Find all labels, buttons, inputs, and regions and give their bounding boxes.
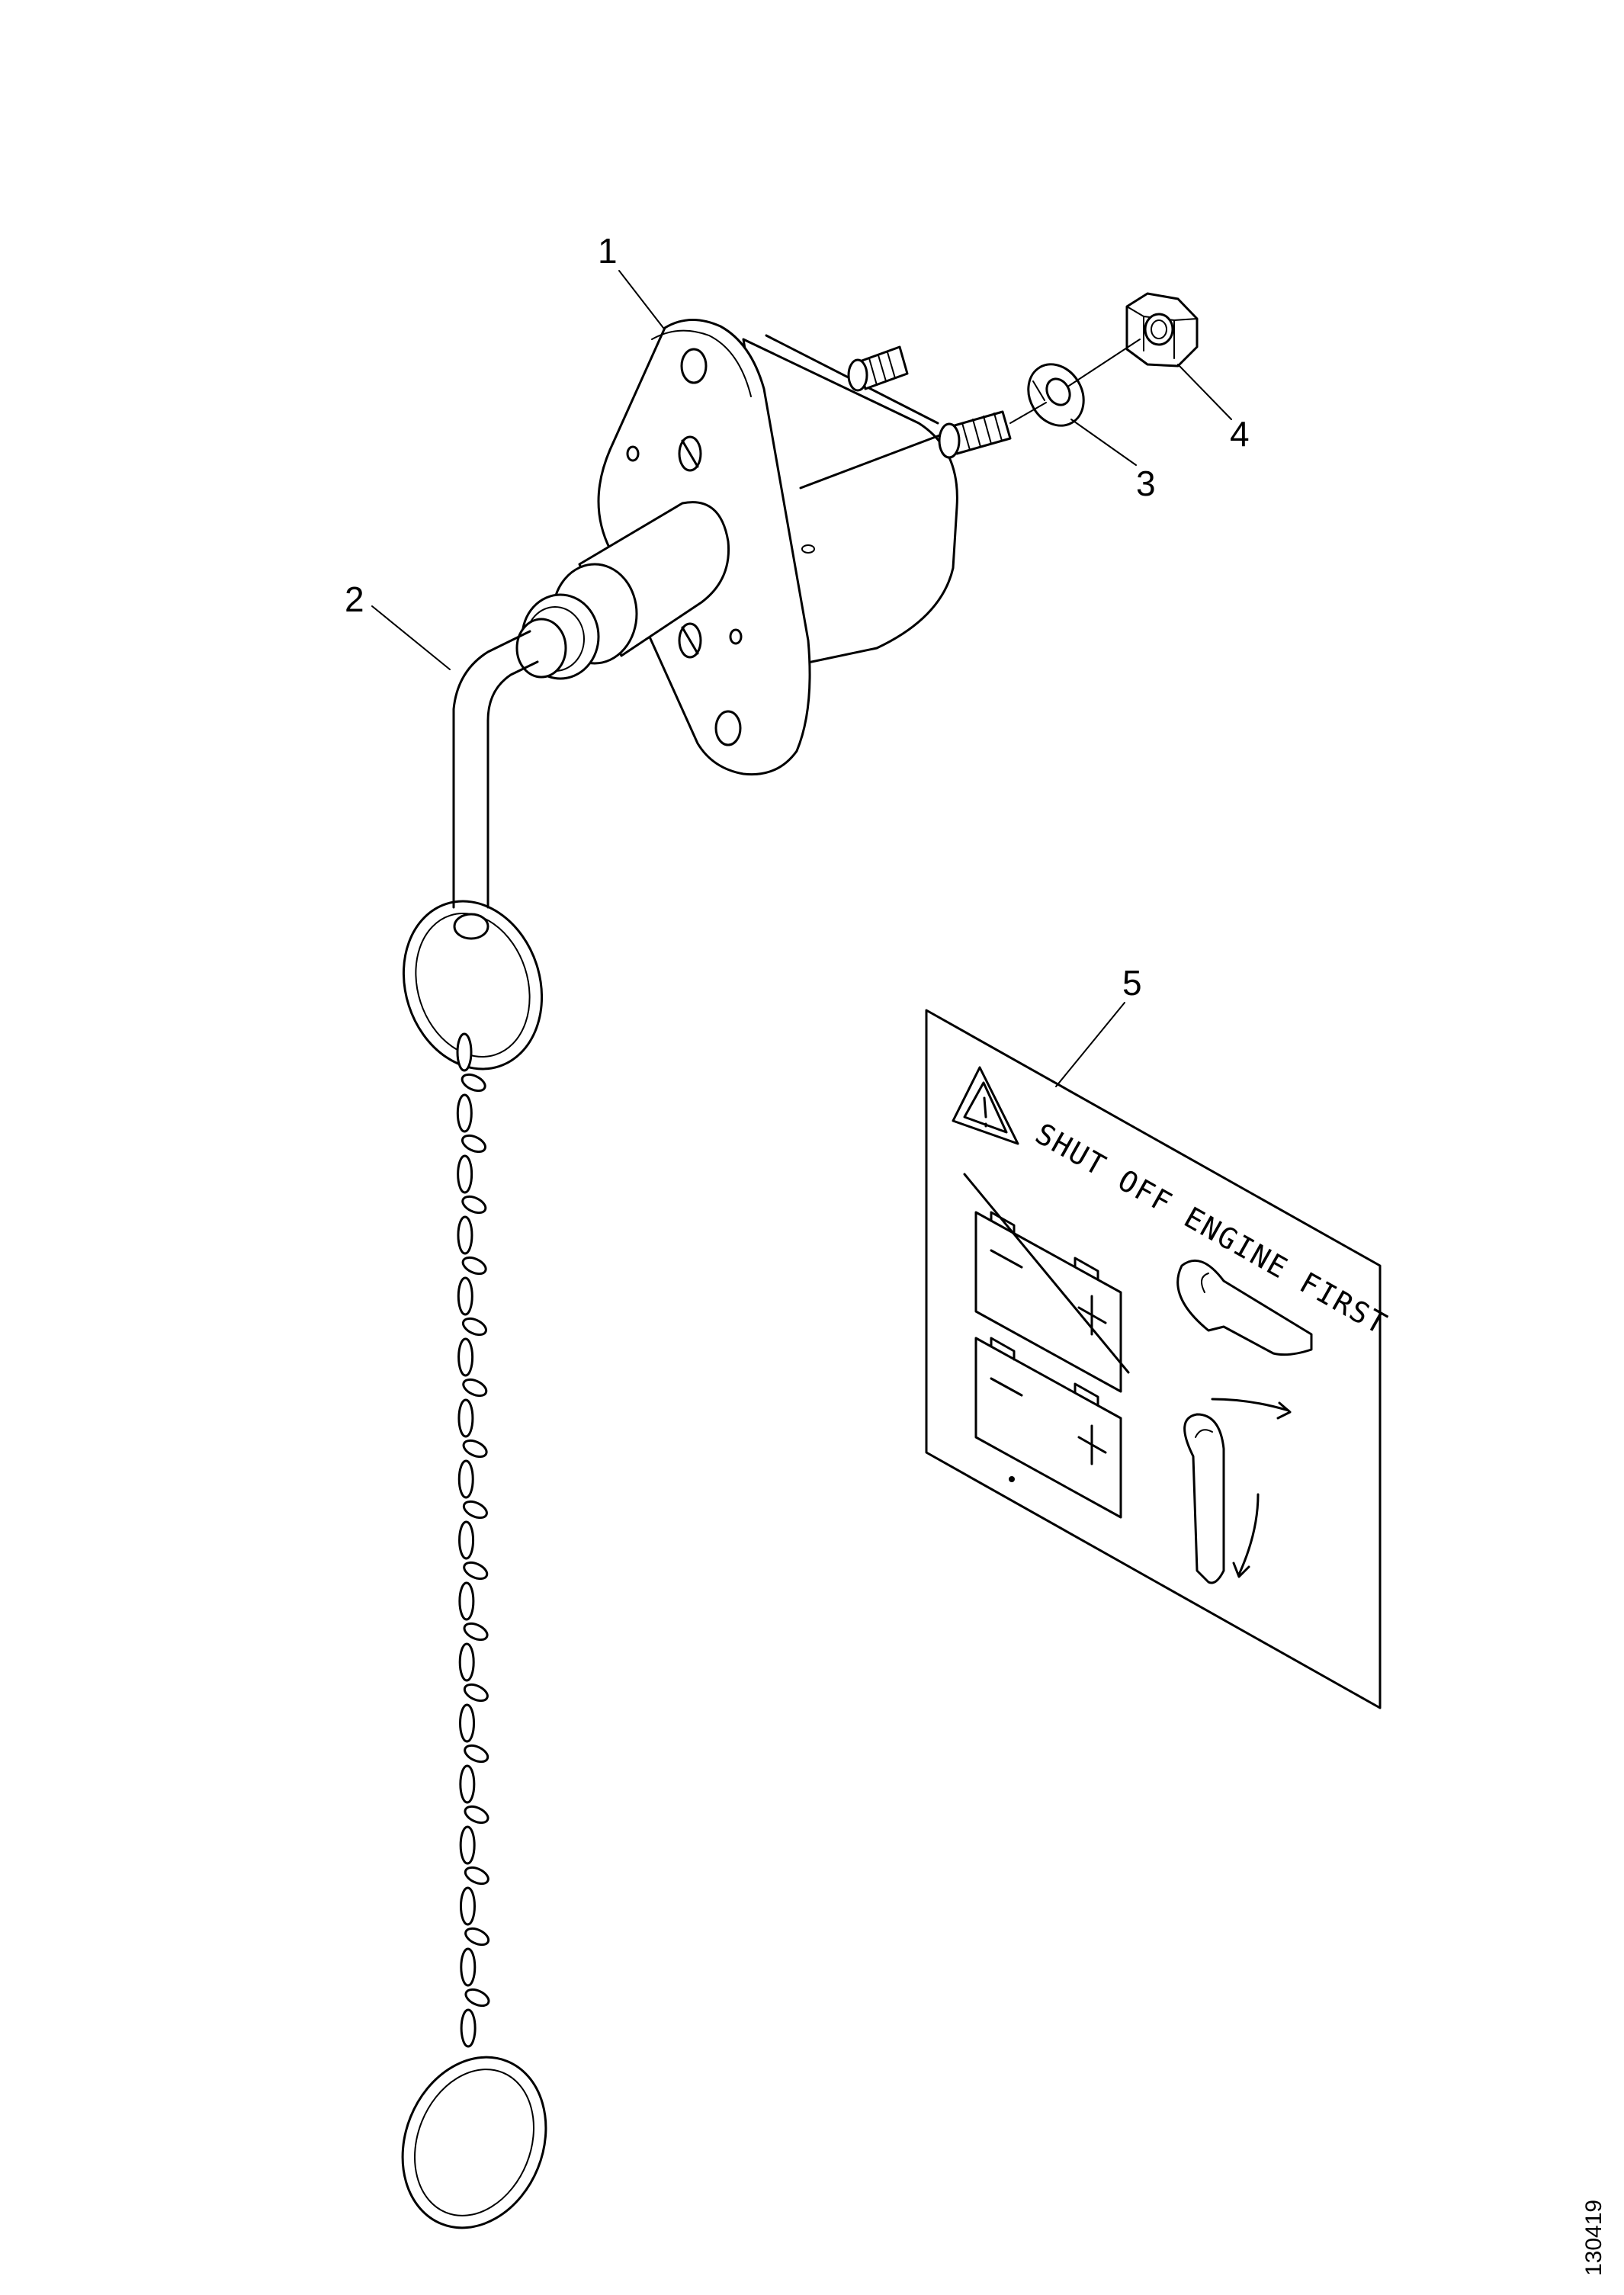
callout-5: 5 (1122, 963, 1142, 1003)
chain-link (457, 1459, 474, 1499)
chain-link (461, 1317, 487, 1337)
small-hole-lower (729, 628, 743, 645)
chain-link (464, 1988, 490, 2008)
chain-link (459, 1764, 476, 1804)
callout-1: 1 (598, 231, 618, 271)
key-chain (456, 1032, 490, 2048)
small-hole (626, 445, 640, 462)
chain-link (464, 1744, 489, 1764)
key-icon (1176, 1259, 1313, 1420)
chain-link (456, 1032, 473, 1072)
chain-link (457, 1398, 474, 1438)
callout-2: 2 (345, 579, 364, 619)
chain-link (462, 1439, 488, 1459)
hex-nut (1125, 292, 1199, 368)
chain-link (460, 1947, 477, 1987)
chain-link (462, 1378, 488, 1398)
callout-4: 4 (1230, 414, 1250, 454)
mounting-hole-bottom (714, 710, 742, 746)
chain-link (459, 1825, 476, 1865)
mounting-hole-top (680, 348, 708, 384)
warning-decal: SHUT OFF ENGINE FIRST (925, 1009, 1393, 1709)
terminal-stud-upper (847, 345, 909, 392)
chain-link (458, 1520, 475, 1560)
chain-link (457, 1154, 473, 1194)
lock-washer (1027, 363, 1085, 427)
drawing-number: 130419 (1581, 2200, 1606, 2276)
chain-link (458, 1642, 475, 1682)
chain-link (461, 1256, 487, 1276)
chain-link (464, 1927, 490, 1947)
chain-link (461, 1195, 487, 1215)
chain-link (459, 1703, 476, 1743)
chain-link (460, 2008, 477, 2048)
battery-icon-ok (974, 1337, 1122, 1519)
chain-link (463, 1561, 489, 1581)
chain-link (456, 1093, 473, 1133)
chain-link (458, 1581, 475, 1621)
chain-link (464, 1805, 489, 1825)
terminal-stud-lower (938, 410, 1012, 459)
chain-link (461, 1134, 486, 1154)
chain-link (459, 1886, 476, 1926)
chain-link (457, 1215, 473, 1255)
callout-3: 3 (1136, 464, 1156, 503)
chain-link (463, 1683, 489, 1703)
chain-link (463, 1622, 489, 1642)
chain-link (457, 1276, 473, 1316)
chain-link (461, 1073, 486, 1093)
leader-lines (371, 270, 1232, 1087)
chain-link (464, 1866, 489, 1886)
decal-dot (1009, 1476, 1015, 1482)
chain-link (457, 1337, 474, 1377)
key-icon-vertical (1183, 1413, 1260, 1584)
main-switch-assembly (515, 319, 1012, 776)
removable-key-with-chain (401, 630, 547, 2229)
warning-triangle-icon (952, 1066, 1019, 1145)
chain-link (462, 1500, 488, 1520)
